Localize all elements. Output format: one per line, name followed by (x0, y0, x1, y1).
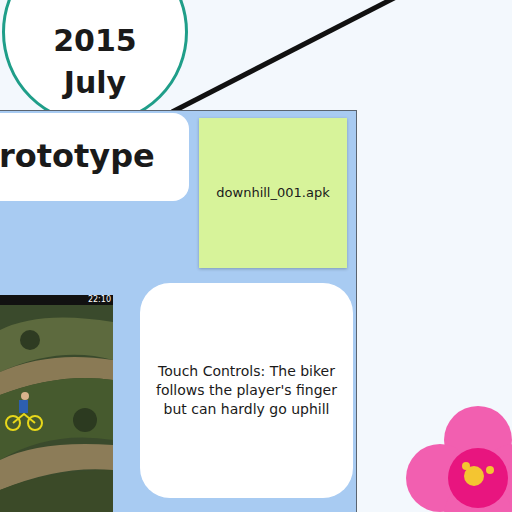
note-box: Touch Controls: The biker follows the pl… (140, 283, 353, 498)
connector-line (172, 0, 398, 112)
flower (406, 406, 512, 512)
sticky-note: downhill_001.apk (199, 118, 347, 268)
date-circle-text: 2015 July (47, 20, 143, 104)
title-box: rototype (0, 113, 189, 201)
status-clock: 22:10 (88, 295, 111, 305)
title-box-text: rototype (0, 135, 155, 178)
note-box-text: Touch Controls: The biker follows the pl… (154, 362, 339, 419)
sticky-note-text: downhill_001.apk (216, 184, 329, 202)
prototype-panel: rototype downhill_001.apkTouch Controls: … (0, 110, 357, 512)
date-circle: 2015 July (2, 0, 188, 125)
